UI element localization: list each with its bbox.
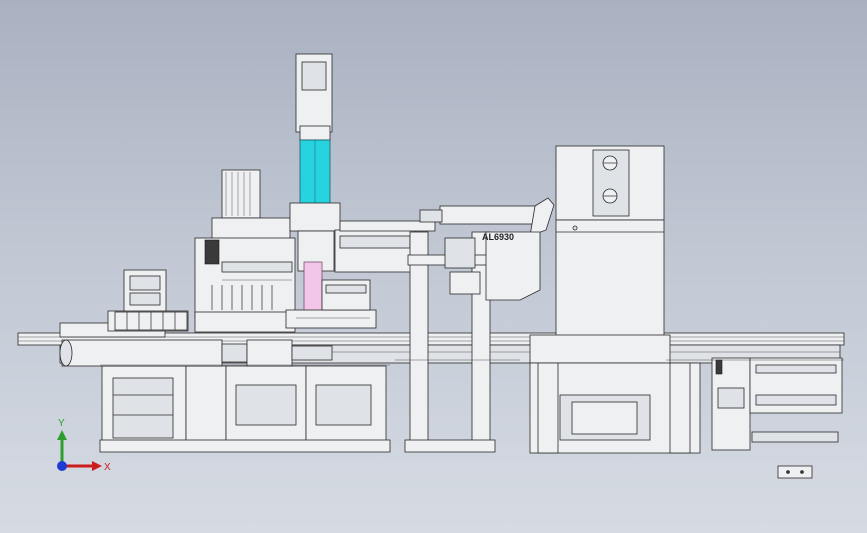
model-label-plate: AL6930	[444, 231, 541, 301]
feeder-block	[194, 237, 296, 333]
servo-motor-left	[211, 169, 291, 241]
left-frame	[99, 365, 391, 453]
axis-y-label: Y	[58, 418, 65, 429]
right-main-block	[529, 145, 671, 371]
elbow-cylinder	[419, 197, 555, 237]
vertical-actuator	[285, 53, 377, 329]
model-part-label: AL6930	[482, 232, 514, 242]
far-right-module	[711, 357, 843, 479]
axis-triad: Y X	[57, 418, 111, 473]
right-base-frame	[529, 362, 701, 454]
axis-x-label: X	[104, 462, 111, 473]
hardware-details	[100, 359, 844, 366]
gripper-row-left	[114, 311, 188, 331]
